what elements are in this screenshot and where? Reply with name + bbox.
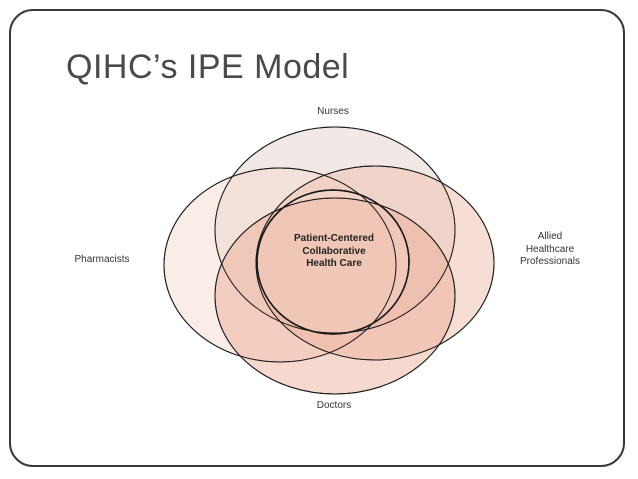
nurses-outline <box>214 126 456 334</box>
allied-label-line: Allied <box>537 231 563 242</box>
allied-label-line: Healthcare <box>525 243 575 255</box>
allied-outline <box>255 165 495 361</box>
center-label-line: Collaborative <box>302 245 366 257</box>
pharmacists-outline <box>163 167 397 363</box>
nurses-label: Nurses <box>317 106 349 117</box>
center-outline <box>256 189 410 335</box>
center-label-line: Health Care <box>306 258 362 269</box>
center-label: Patient-Centered Collaborative Health Ca… <box>270 233 398 271</box>
center-label-line: Patient-Centered <box>293 233 374 244</box>
doctors-label: Doctors <box>316 400 352 411</box>
allied-label-line: Professionals <box>519 256 581 267</box>
allied-label: Allied Healthcare Professionals <box>510 231 590 269</box>
doctors-outline <box>214 197 456 395</box>
slide-title: QIHC’s IPE Model <box>66 48 350 86</box>
pharmacists-label: Pharmacists <box>74 254 130 265</box>
